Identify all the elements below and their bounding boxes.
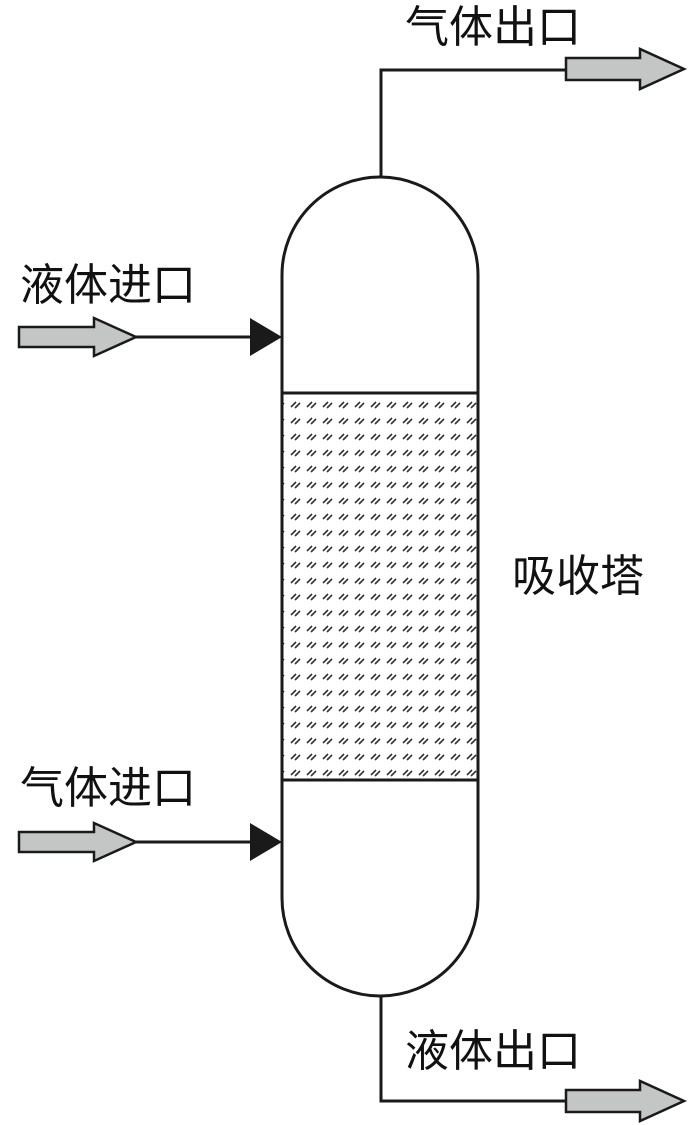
liquid-inlet-label: 液体进口 xyxy=(20,260,196,311)
liquid-outlet-pipe xyxy=(379,996,566,1103)
gas-outlet-pipe xyxy=(379,68,566,177)
tower-label: 吸收塔 xyxy=(512,551,644,602)
gas-inlet-flow-arrow xyxy=(17,821,140,863)
gas-outlet-label: 气体出口 xyxy=(405,2,581,53)
gas-inlet-arrowhead xyxy=(250,823,282,861)
gas-inlet-label: 气体进口 xyxy=(20,763,196,814)
gas-outlet-flow-arrow xyxy=(564,47,688,91)
liquid-outlet-flow-arrow xyxy=(564,1079,688,1123)
packing-section xyxy=(283,393,477,780)
liquid-inlet-flow-arrow xyxy=(17,316,140,358)
liquid-inlet-arrowhead xyxy=(250,318,282,356)
liquid-outlet-label: 液体出口 xyxy=(405,1026,581,1077)
